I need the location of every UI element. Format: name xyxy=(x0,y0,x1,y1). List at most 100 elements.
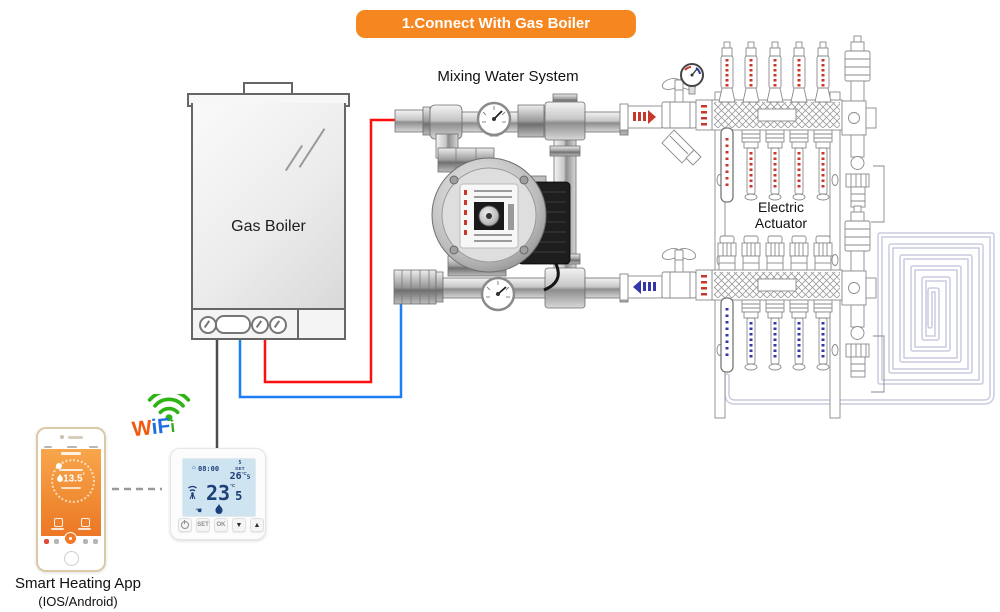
home-mode-icon: ⌂ xyxy=(192,465,196,471)
lcd-room-temp: 23°C5 xyxy=(206,481,243,505)
electric-actuator-label: Electric Actuator xyxy=(728,199,834,231)
touch-hand-icon: ☚ xyxy=(195,506,203,515)
smartphone: 13.5° xyxy=(36,427,106,572)
app-mode-label xyxy=(51,528,64,530)
bypass-lever xyxy=(720,297,734,373)
app-lock-label xyxy=(78,528,91,530)
lcd-setpoint-block: 5 SET 26°C5 xyxy=(227,460,253,482)
pump-label-red-marks xyxy=(464,190,467,235)
temp-up-button[interactable]: ▲ xyxy=(250,518,264,532)
wifi-wordmark: WiFi xyxy=(130,414,176,442)
flow-meter xyxy=(814,41,832,103)
electric-actuator-head xyxy=(717,235,737,271)
supply-port xyxy=(813,129,833,201)
dial-handle-dot[interactable] xyxy=(56,463,62,469)
lcd-time: 08:00 xyxy=(198,465,220,473)
supply-port xyxy=(765,129,785,201)
set-button[interactable]: SET xyxy=(196,518,210,532)
electric-actuator-line1: Electric xyxy=(758,199,804,215)
boiler-body: Gas Boiler xyxy=(191,103,346,310)
phone-camera-dot xyxy=(60,435,64,439)
boiler-shine-mark xyxy=(298,128,326,168)
flame-icon xyxy=(57,474,63,483)
app-mode-icon[interactable] xyxy=(54,518,63,527)
return-port xyxy=(813,299,833,371)
app-name: Smart Heating App xyxy=(15,575,141,592)
temperature-gauge-top xyxy=(476,101,512,137)
mixing-water-system-label: Mixing Water System xyxy=(437,68,579,85)
phone-status-bar xyxy=(41,444,101,449)
phone-speaker xyxy=(68,436,83,439)
supply-manifold xyxy=(619,35,885,223)
boiler-knob xyxy=(251,316,269,334)
app-header-title xyxy=(61,452,81,455)
thermostat: ⌂ 08:00 5 SET 26°C5 23°C5 ☚ SET xyxy=(170,448,266,540)
return-port xyxy=(789,299,809,371)
return-port xyxy=(765,299,785,371)
temperature-dial[interactable]: 13.5° xyxy=(51,459,95,503)
electric-actuator-head xyxy=(789,235,809,271)
return-flow-arrow xyxy=(633,280,656,294)
app-screen: 13.5° xyxy=(41,444,101,547)
tee xyxy=(544,101,586,141)
flow-meter xyxy=(790,41,808,103)
return-manifold xyxy=(619,205,885,393)
union-nut xyxy=(517,104,545,138)
power-button[interactable] xyxy=(178,518,192,532)
boiler-control-panel xyxy=(191,308,346,340)
return-wire xyxy=(238,300,403,399)
flow-meter xyxy=(742,41,760,103)
panel-divider xyxy=(297,310,299,338)
thermostat-buttons: SET OK ▼ ▲ xyxy=(178,518,264,532)
air-vent-assembly xyxy=(841,35,885,223)
step-banner: 1.Connect With Gas Boiler xyxy=(356,10,636,38)
manifold-gauge xyxy=(680,63,704,95)
supply-port xyxy=(741,129,761,201)
return-union-nut xyxy=(393,269,437,305)
boiler-display-window xyxy=(215,315,251,334)
return-ball-valve xyxy=(619,245,713,301)
nav-center-button[interactable] xyxy=(64,532,78,545)
lcd-weekday: 5 xyxy=(238,460,242,466)
dial-sub-caption xyxy=(61,487,81,489)
electric-actuator-head xyxy=(765,235,785,271)
wifi-logo: WiFi xyxy=(130,394,222,446)
app-lock-icon[interactable] xyxy=(81,518,90,527)
pump-label-text-lines xyxy=(474,190,514,242)
supply-flow-arrow xyxy=(633,110,656,124)
return-port xyxy=(741,299,761,371)
heating-flame-icon xyxy=(215,504,223,514)
temperature-gauge-bottom xyxy=(480,276,516,312)
electric-actuator-head xyxy=(741,235,761,271)
lcd-set-temp: 26°C5 xyxy=(229,471,251,482)
circulation-pump xyxy=(431,157,547,273)
thermostat-lcd: ⌂ 08:00 5 SET 26°C5 23°C5 ☚ xyxy=(182,458,256,517)
heat-supply-wire xyxy=(263,118,424,384)
wifi-arcs-icon xyxy=(147,394,191,422)
ok-button[interactable]: OK xyxy=(214,518,228,532)
power-icon xyxy=(181,520,189,529)
electric-actuator-line2: Actuator xyxy=(754,215,808,231)
bypass-lever xyxy=(720,127,734,203)
nav-settings-icon[interactable] xyxy=(93,539,99,544)
app-current-temp: 13.5° xyxy=(53,473,89,484)
app-platforms: (IOS/Android) xyxy=(38,594,118,609)
supply-port xyxy=(789,129,809,201)
nav-home-icon[interactable] xyxy=(43,539,49,544)
mixing-pump-assembly xyxy=(393,93,629,312)
flow-meter xyxy=(766,41,784,103)
phone-home-button[interactable] xyxy=(64,551,79,566)
nav-stats-icon[interactable] xyxy=(82,539,88,544)
nav-rooms-icon[interactable] xyxy=(54,539,60,544)
lcd-set-label: SET xyxy=(235,466,245,471)
y-strainer xyxy=(661,129,702,166)
temp-down-button[interactable]: ▼ xyxy=(232,518,246,532)
flow-meter xyxy=(718,41,736,103)
pump-cable xyxy=(543,263,560,292)
floor-heating-coil xyxy=(724,232,995,405)
boiler-knob xyxy=(269,316,287,334)
set-temperature-caption xyxy=(59,469,83,471)
manifold-and-floor-coil xyxy=(619,35,995,419)
